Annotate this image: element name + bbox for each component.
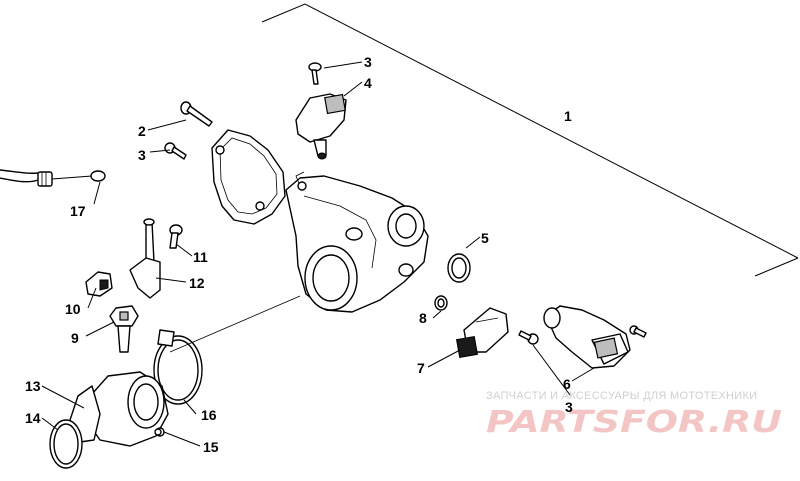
part-fuel-rail: [129, 218, 161, 299]
callout-10: 10: [65, 301, 81, 317]
callout-6: 6: [563, 376, 571, 392]
callout-2: 2: [138, 123, 146, 139]
callout-16: 16: [201, 407, 217, 423]
part-throttle-body: [285, 171, 429, 313]
callout-7: 7: [417, 360, 425, 376]
part-intake-boot: [69, 371, 169, 447]
callout-13: 13: [25, 378, 41, 394]
part-hose-clamp: [153, 329, 203, 405]
callout-17: 17: [70, 203, 86, 219]
part-idle-air-control-valve: [543, 305, 647, 369]
callout-8: 8: [419, 310, 427, 326]
part-screw-idle: [518, 330, 539, 345]
part-injector-connector: [85, 271, 113, 297]
callout-9: 9: [71, 330, 79, 346]
part-o-ring-small: [434, 295, 448, 311]
part-bolt: [180, 101, 213, 127]
callout-11: 11: [193, 249, 208, 265]
assembly-bracket: [261, 3, 799, 277]
part-clamp-screw: [154, 428, 162, 436]
watermark: ЗАПЧАСТИ И АКСЕССУАРЫ ДЛЯ МОТОТЕХНИКИ PA…: [486, 390, 782, 440]
watermark-logo: PARTSFOR.RU: [486, 405, 782, 440]
callout-1: 1: [564, 108, 572, 124]
part-throttle-cover: [211, 129, 286, 225]
part-throttle-position-sensor: [295, 93, 347, 160]
part-screw-top: [308, 62, 322, 85]
leader-lines: [41, 61, 595, 447]
callout-12: 12: [189, 275, 205, 291]
callout-labels: 1 2 3 3 3 4 5 6 7 8 9 10 11 12 13 14 15 …: [25, 54, 573, 455]
callout-3: 3: [565, 399, 573, 415]
part-seal-ring: [49, 419, 83, 469]
centerline: [169, 295, 301, 353]
part-map-sensor: [455, 307, 509, 359]
callout-14: 14: [25, 410, 41, 426]
callout-5: 5: [481, 230, 489, 246]
part-o-ring-large: [447, 253, 471, 283]
callout-3: 3: [364, 54, 372, 70]
watermark-tagline: ЗАПЧАСТИ И АКСЕССУАРЫ ДЛЯ МОТОТЕХНИКИ: [486, 390, 757, 402]
callout-15: 15: [203, 439, 219, 455]
part-throttle-cable: [0, 169, 106, 187]
callout-3: 3: [138, 147, 146, 163]
callout-4: 4: [364, 75, 372, 91]
part-fuel-injector: [109, 305, 139, 353]
part-screw-left: [164, 142, 187, 160]
